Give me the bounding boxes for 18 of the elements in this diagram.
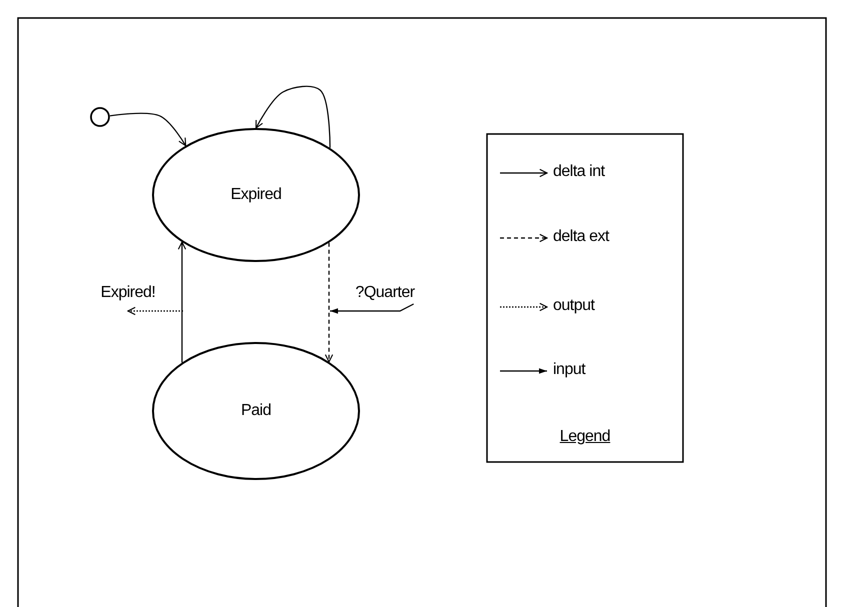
- legend-title: Legend: [558, 428, 612, 446]
- legend-text: delta ext: [553, 228, 609, 246]
- output-event-label: Expired!: [84, 284, 172, 311]
- state-ellipse: [152, 342, 360, 480]
- transition-arrow: [324, 242, 334, 362]
- state-ellipse: [152, 128, 360, 262]
- state-name: Paid: [240, 402, 272, 420]
- legend-text: output: [553, 297, 594, 315]
- initial-state-circle: [90, 107, 110, 127]
- input-event-label: ?Quarter: [350, 284, 420, 304]
- signal-arrow: [127, 306, 183, 316]
- transition-arrow: [110, 112, 186, 146]
- transition-arrow: [255, 86, 331, 148]
- state-name: Expired: [230, 186, 282, 204]
- transition-arrow: [178, 242, 186, 363]
- legend-text: input: [553, 361, 586, 379]
- legend-text: delta int: [553, 163, 605, 181]
- transition-arrow: [330, 303, 414, 314]
